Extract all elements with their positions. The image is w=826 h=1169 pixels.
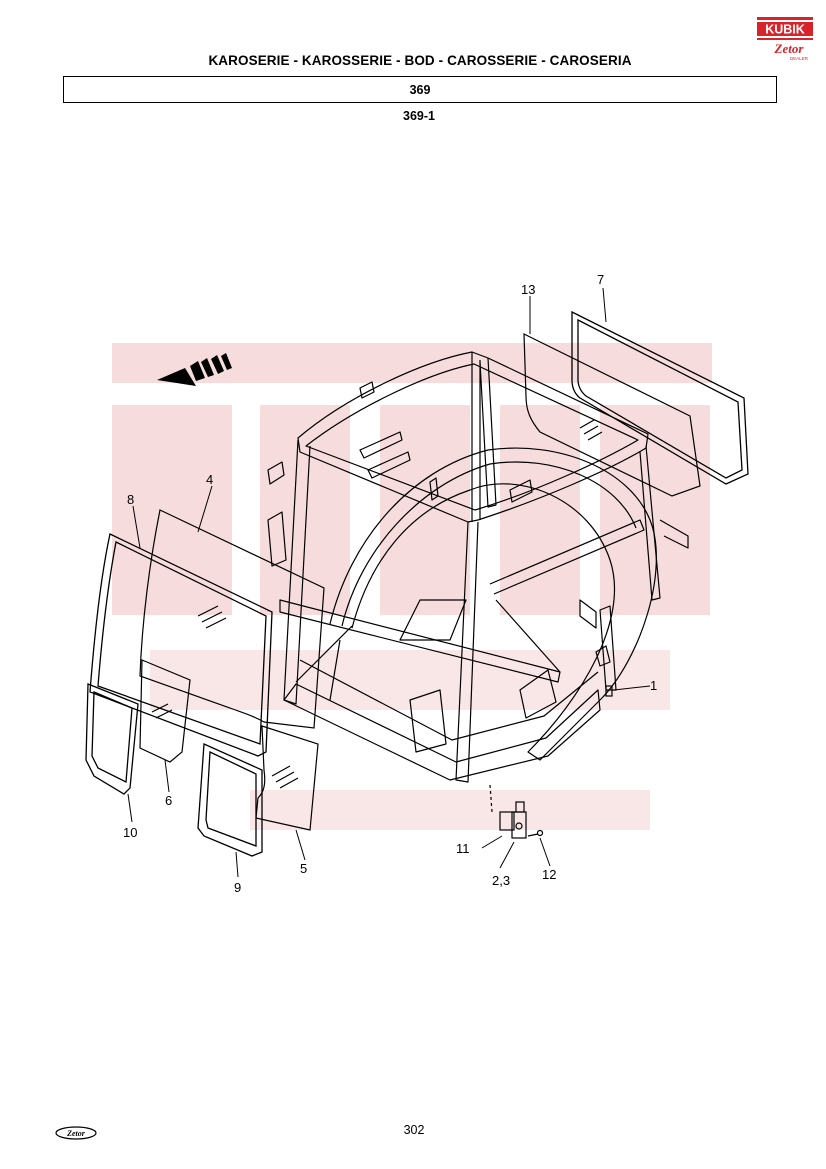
windscreen-seal [89, 533, 273, 757]
figure-number: 369-1 [403, 109, 435, 123]
right-door-seal [197, 743, 263, 857]
svg-text:Zetor: Zetor [774, 41, 805, 56]
callout-9: 9 [234, 880, 241, 895]
small-parts [489, 685, 613, 839]
callout-1: 1 [650, 678, 657, 693]
svg-text:KUBIK: KUBIK [765, 23, 805, 37]
cab-frame [267, 351, 689, 783]
callout-4: 4 [206, 472, 213, 487]
callout-13: 13 [521, 282, 535, 297]
section-number: 369 [409, 82, 431, 97]
callout-8: 8 [127, 492, 134, 507]
callout-11: 11 [456, 841, 470, 856]
left-door-glass [139, 659, 191, 763]
svg-text:DEALER: DEALER [790, 56, 809, 61]
section-number-box: 369 [63, 76, 777, 103]
svg-text:Zetor: Zetor [66, 1129, 86, 1138]
windscreen-glass [139, 509, 325, 729]
rear-window-glass [523, 333, 701, 497]
zetor-footer-logo: Zetor [55, 1126, 97, 1140]
page-number: 302 [403, 1123, 425, 1137]
callout-2-3: 2,3 [492, 873, 510, 888]
left-door-seal [85, 683, 139, 795]
callout-6: 6 [165, 793, 172, 808]
kubik-watermark [112, 343, 712, 830]
cab-glazing-exploded-diagram: 1 2,3 4 5 6 7 8 9 10 11 12 13 [85, 272, 749, 895]
callout-5: 5 [300, 861, 307, 876]
callout-12: 12 [542, 867, 556, 882]
kubik-zetor-logo: KUBIK Zetor DEALER [757, 17, 813, 61]
leader-lines [127, 287, 651, 878]
callout-10: 10 [123, 825, 137, 840]
rear-window-seal [571, 310, 749, 485]
callout-7: 7 [597, 272, 604, 287]
direction-arrow [157, 353, 232, 386]
page-title: KAROSERIE - KAROSSERIE - BOD - CAROSSERI… [208, 53, 632, 68]
